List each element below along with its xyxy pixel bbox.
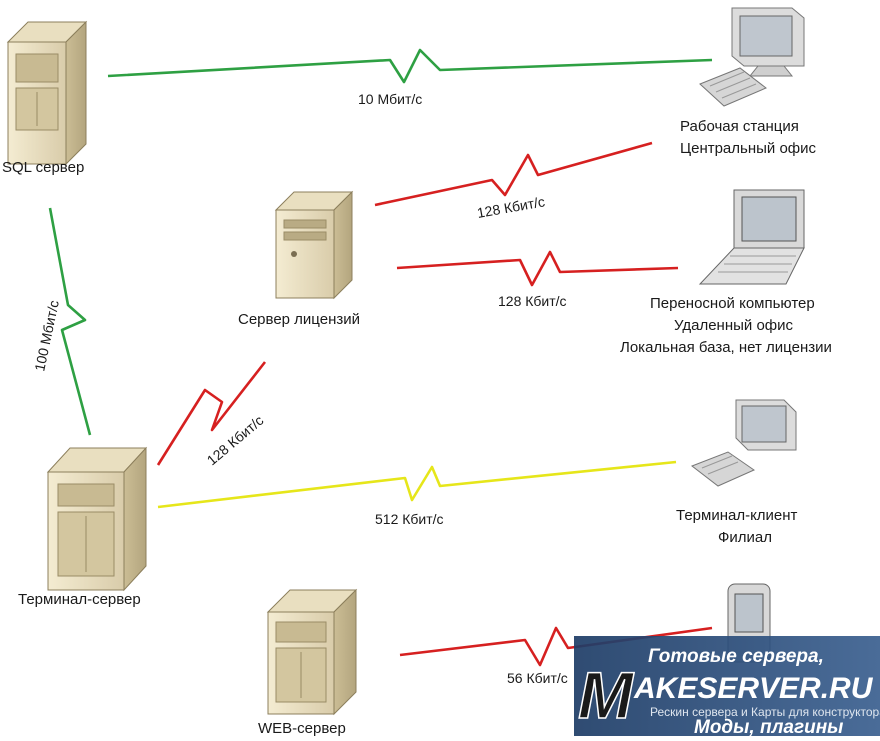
node-label-laptop-line2: Удаленный офис (674, 317, 794, 334)
link-speed-label: 128 Кбит/с (476, 193, 546, 221)
node-label-terminal-client-line1: Терминал-клиент (676, 507, 798, 524)
link-license-laptop: 128 Кбит/с (396, 250, 679, 309)
terminal-monitor-icon (690, 399, 797, 487)
node-label-terminal: Терминал-сервер (18, 591, 141, 608)
node-label-workstation-line2: Центральный офис (680, 140, 817, 157)
watermark-small-text: Рескин сервера и Карты для конструктора (650, 705, 880, 719)
laptop-icon (698, 189, 805, 285)
server-tower-icon (266, 588, 358, 716)
desktop-computer-icon (699, 7, 805, 107)
link-speed-label: 512 Кбит/с (375, 511, 444, 527)
link-sql-workstation: 10 Мбит/с (107, 48, 713, 107)
link-sql-terminal: 100 Мбит/с (31, 207, 92, 436)
node-label-license: Сервер лицензий (238, 311, 360, 328)
link-terminal-client: 512 Кбит/с (157, 460, 677, 527)
server-tower-icon (46, 446, 148, 592)
watermark-logo: Готовые сервера, M AKESERVER.RU Рескин с… (574, 636, 880, 738)
link-speed-label: 10 Мбит/с (358, 91, 422, 107)
node-label-sql: SQL сервер (2, 159, 84, 176)
link-terminal-license: 128 Кбит/с (156, 361, 267, 468)
link-speed-label: 128 Кбит/с (204, 412, 267, 468)
watermark-subtitle: Моды, плагины (694, 717, 843, 736)
node-label-laptop-line1: Переносной компьютер (650, 295, 815, 312)
watermark-brand-m: M (578, 658, 635, 732)
link-speed-label: 128 Кбит/с (498, 293, 567, 309)
watermark-title: Готовые сервера, (648, 646, 824, 667)
node-label-workstation-line1: Рабочая станция (680, 118, 799, 135)
server-icon (274, 190, 354, 300)
server-tower-icon (6, 20, 88, 166)
link-license-workstation: 128 Кбит/с (374, 141, 653, 221)
link-speed-label: 100 Мбит/с (31, 299, 62, 373)
node-label-terminal-client-line2: Филиал (718, 529, 772, 546)
node-label-web: WEB-сервер (258, 720, 346, 736)
link-speed-label: 56 Кбит/с (507, 670, 568, 686)
watermark-brand: AKESERVER.RU (633, 672, 874, 705)
node-label-laptop-line3: Локальная база, нет лицензии (620, 339, 832, 356)
